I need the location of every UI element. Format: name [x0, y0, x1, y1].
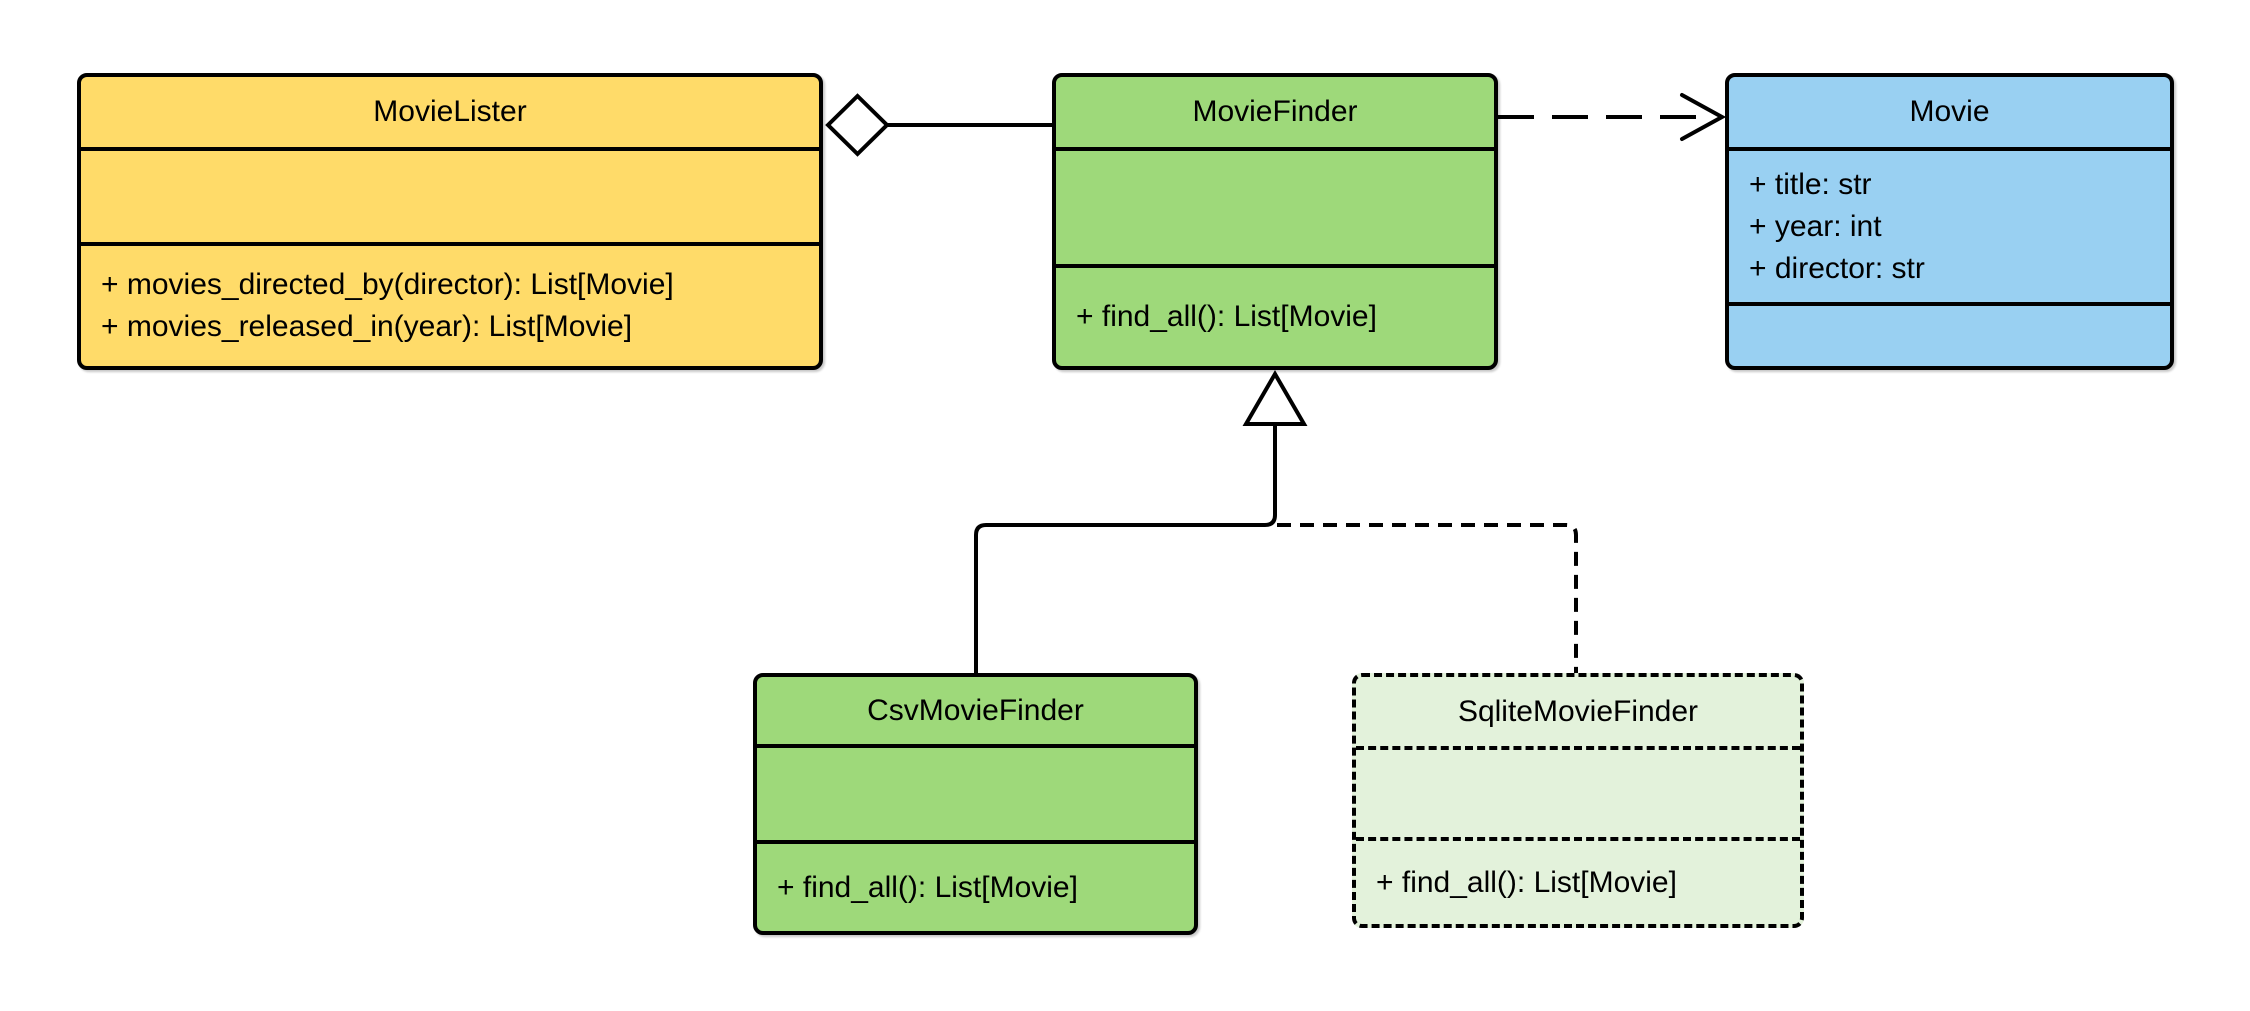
class-title-sqlitemoviefinder: SqliteMovieFinder [1356, 677, 1800, 746]
class-moviefinder[interactable]: MovieFinder + find_all(): List[Movie] [1052, 73, 1498, 370]
method-label: + find_all(): List[Movie] [777, 870, 1078, 904]
methods-compartment-movielister: + movies_directed_by(director): List[Mov… [81, 242, 819, 366]
inheritance-connector-csv[interactable] [974, 424, 1277, 673]
class-name-label: Movie [1909, 95, 1990, 128]
dependency-connector[interactable] [1498, 93, 1727, 141]
class-name-label: SqliteMovieFinder [1457, 694, 1699, 728]
attribute-label: + director: str [1749, 251, 1925, 285]
class-name-label: MovieLister [373, 95, 527, 128]
methods-compartment-sqlitemoviefinder: + find_all(): List[Movie] [1356, 837, 1800, 924]
attributes-compartment-sqlitemoviefinder [1356, 746, 1800, 837]
attribute-label: + title: str [1749, 167, 1872, 201]
aggregation-connector[interactable] [825, 93, 1054, 157]
inheritance-dashed-line[interactable] [1277, 523, 1578, 673]
class-name-label: CsvMovieFinder [867, 693, 1084, 727]
aggregation-diamond-icon [825, 93, 890, 157]
method-label: + movies_directed_by(director): List[Mov… [101, 268, 674, 301]
class-movielister[interactable]: MovieLister + movies_directed_by(directo… [77, 73, 823, 370]
class-movie[interactable]: Movie + title: str + year: int + directo… [1725, 73, 2174, 370]
class-title-movie: Movie [1729, 77, 2170, 147]
class-sqlitemoviefinder[interactable]: SqliteMovieFinder + find_all(): List[Mov… [1352, 673, 1804, 928]
class-title-csvmoviefinder: CsvMovieFinder [757, 677, 1194, 744]
methods-compartment-moviefinder: + find_all(): List[Movie] [1056, 264, 1494, 366]
method-label: + movies_released_in(year): List[Movie] [101, 310, 633, 343]
methods-compartment-movie [1729, 302, 2170, 366]
inheritance-triangle-icon [1242, 370, 1308, 426]
dependency-open-arrow-icon [1680, 93, 1727, 141]
class-title-moviefinder: MovieFinder [1056, 77, 1494, 147]
attributes-compartment-movielister [81, 147, 819, 242]
class-name-label: MovieFinder [1192, 95, 1358, 128]
attributes-compartment-csvmoviefinder [757, 744, 1194, 840]
class-csvmoviefinder[interactable]: CsvMovieFinder + find_all(): List[Movie] [753, 673, 1198, 935]
method-label: + find_all(): List[Movie] [1376, 865, 1677, 899]
inheritance-solid-line[interactable] [974, 424, 1277, 673]
attributes-compartment-movie: + title: str + year: int + director: str [1729, 147, 2170, 302]
method-label: + find_all(): List[Movie] [1076, 300, 1377, 333]
class-title-movielister: MovieLister [81, 77, 819, 147]
attribute-label: + year: int [1749, 209, 1882, 243]
inheritance-connector-sqlite[interactable] [1277, 523, 1578, 673]
attributes-compartment-moviefinder [1056, 147, 1494, 264]
methods-compartment-csvmoviefinder: + find_all(): List[Movie] [757, 840, 1194, 931]
